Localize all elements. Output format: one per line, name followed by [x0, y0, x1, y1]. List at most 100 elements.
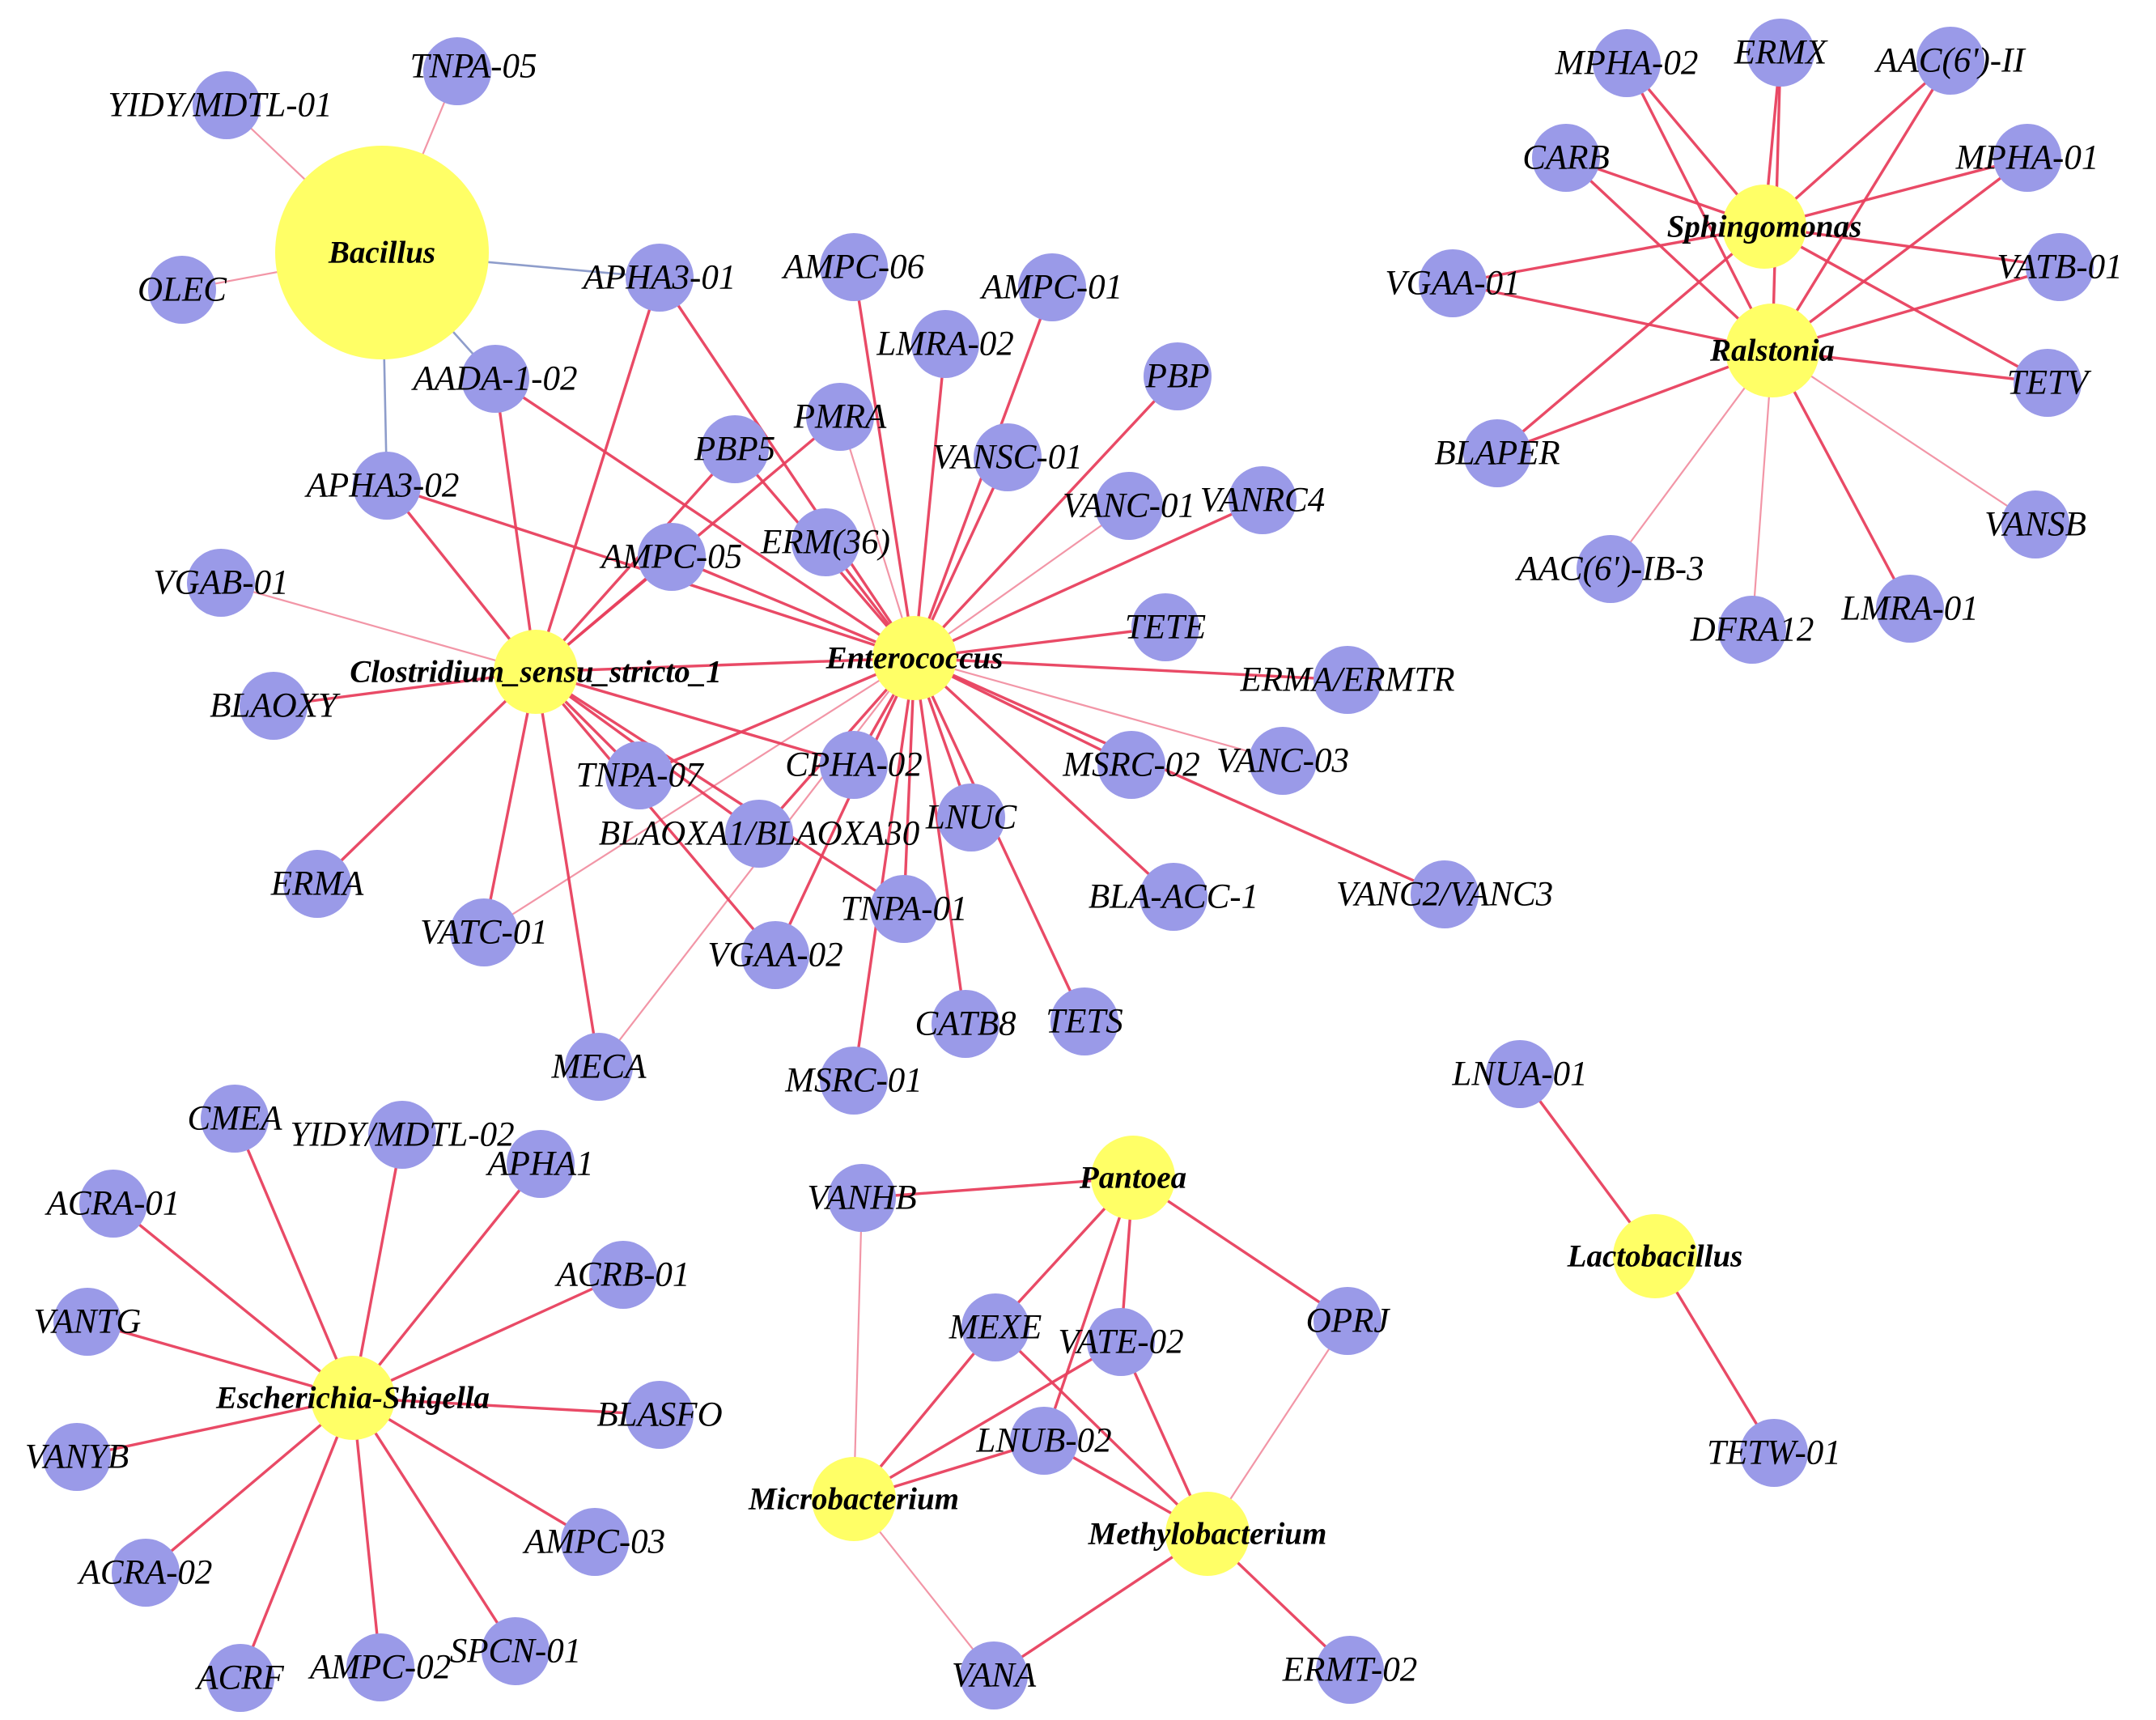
gene-node-carb[interactable]	[1532, 124, 1600, 192]
gene-node-mpha01[interactable]	[1993, 124, 2061, 192]
gene-node-vansc01[interactable]	[974, 423, 1042, 491]
gene-node-vate02[interactable]	[1087, 1308, 1155, 1376]
gene-node-pmra[interactable]	[806, 383, 874, 451]
gene-node-catb8[interactable]	[932, 990, 999, 1058]
gene-node-aac6ii[interactable]	[1916, 27, 1984, 95]
edge-escherichia-acra01	[112, 1202, 354, 1399]
gene-node-cpha02[interactable]	[820, 731, 888, 799]
gene-node-lmra01[interactable]	[1876, 575, 1944, 643]
gene-node-blaoxa[interactable]	[725, 800, 793, 868]
node-layer	[43, 19, 2094, 1712]
gene-node-msrc01[interactable]	[820, 1047, 888, 1115]
genus-node-clostridium[interactable]	[494, 630, 578, 714]
gene-node-vatb01[interactable]	[2026, 233, 2094, 301]
gene-node-oprj[interactable]	[1314, 1287, 1381, 1355]
gene-node-yidy02[interactable]	[368, 1101, 436, 1169]
gene-node-ermx[interactable]	[1746, 19, 1814, 87]
gene-node-dfra12[interactable]	[1718, 596, 1786, 664]
gene-label-msrc01: MSRC-01	[784, 1062, 923, 1100]
gene-node-vgab01[interactable]	[187, 549, 255, 617]
edge-methylobacterium-vana	[992, 1532, 1209, 1677]
genus-node-pantoea[interactable]	[1091, 1136, 1175, 1220]
genus-node-lactobacillus[interactable]	[1613, 1214, 1697, 1298]
gene-node-tetv[interactable]	[2014, 349, 2082, 417]
gene-node-lnub02[interactable]	[1010, 1407, 1078, 1475]
genus-node-microbacterium[interactable]	[812, 1457, 896, 1541]
gene-node-mexe[interactable]	[961, 1293, 1029, 1361]
genus-node-enterococcus[interactable]	[872, 616, 957, 700]
edge-clostridium-vgab01	[219, 581, 537, 673]
gene-node-msrc02[interactable]	[1097, 731, 1165, 799]
gene-node-vatc01[interactable]	[450, 898, 518, 966]
gene-node-vanyb[interactable]	[43, 1423, 111, 1491]
gene-node-blaper[interactable]	[1463, 419, 1531, 487]
gene-node-blasfo[interactable]	[626, 1381, 694, 1449]
gene-node-lnua01[interactable]	[1486, 1040, 1554, 1108]
gene-node-acra01[interactable]	[79, 1170, 147, 1238]
gene-label-catb8: CATB8	[915, 1005, 1016, 1043]
gene-node-vanc01[interactable]	[1095, 472, 1163, 540]
genus-node-ralstonia[interactable]	[1725, 304, 1819, 397]
gene-node-acra02[interactable]	[112, 1539, 180, 1607]
gene-node-blaoxy[interactable]	[240, 672, 308, 740]
gene-label-spcn01: SPCN-01	[450, 1633, 581, 1671]
gene-node-vanc03[interactable]	[1249, 727, 1317, 795]
gene-node-acrf[interactable]	[206, 1644, 274, 1712]
gene-label-tnpa01: TNPA-01	[841, 890, 968, 928]
gene-label-mpha02: MPHA-02	[1555, 45, 1699, 83]
gene-node-ermt02[interactable]	[1316, 1636, 1384, 1704]
gene-node-ampc05[interactable]	[638, 523, 706, 591]
gene-node-mpha02[interactable]	[1593, 29, 1661, 97]
gene-node-ampc02[interactable]	[346, 1633, 414, 1701]
gene-node-vanc2vanc3[interactable]	[1411, 860, 1479, 928]
gene-node-meca[interactable]	[565, 1033, 633, 1101]
gene-node-tets[interactable]	[1050, 987, 1118, 1055]
gene-node-tete[interactable]	[1131, 593, 1199, 661]
gene-node-yidy01[interactable]	[193, 71, 261, 139]
gene-node-spcn01[interactable]	[482, 1617, 550, 1685]
genus-node-escherichia[interactable]	[311, 1356, 395, 1440]
gene-node-tnpa05[interactable]	[423, 37, 491, 105]
gene-node-vanrc4[interactable]	[1229, 466, 1297, 534]
gene-node-tetw01[interactable]	[1740, 1419, 1808, 1487]
gene-node-vana[interactable]	[960, 1641, 1028, 1709]
edge-ralstonia-blaper	[1496, 349, 1774, 455]
gene-node-acrb01[interactable]	[589, 1241, 657, 1309]
gene-node-ampc03[interactable]	[561, 1508, 629, 1576]
gene-node-vgaa02[interactable]	[741, 921, 809, 989]
gene-node-cmea[interactable]	[201, 1085, 269, 1153]
gene-node-aada102[interactable]	[461, 345, 529, 413]
gene-node-blaacc1[interactable]	[1140, 863, 1207, 931]
edge-ralstonia-aac6ii	[1771, 59, 1952, 352]
gene-node-tnpa01[interactable]	[870, 875, 938, 943]
gene-node-aac6ib3[interactable]	[1577, 535, 1645, 603]
gene-node-tnpa07[interactable]	[605, 741, 673, 809]
gene-node-olec[interactable]	[148, 256, 216, 324]
edge-enterococcus-ampc06	[852, 265, 916, 660]
edge-escherichia-ampc03	[351, 1396, 596, 1544]
gene-node-apha302[interactable]	[353, 452, 421, 520]
edge-enterococcus-vatc01	[482, 656, 916, 934]
gene-label-vanhb: VANHB	[807, 1179, 916, 1217]
gene-node-ampc06[interactable]	[820, 233, 888, 301]
genus-node-sphingomonas[interactable]	[1722, 185, 1806, 269]
gene-node-erm36[interactable]	[792, 508, 859, 576]
gene-node-lmra02[interactable]	[911, 310, 979, 378]
gene-node-apha301[interactable]	[626, 244, 694, 312]
edge-sphingomonas-vatb01	[1763, 225, 2061, 269]
gene-node-lnuc[interactable]	[937, 784, 1005, 852]
genus-node-methylobacterium[interactable]	[1165, 1492, 1250, 1576]
gene-node-vanhb[interactable]	[828, 1164, 896, 1232]
gene-node-vantg[interactable]	[53, 1288, 121, 1356]
gene-node-vgaa01[interactable]	[1419, 249, 1487, 317]
gene-node-vansb[interactable]	[2001, 491, 2069, 558]
gene-node-pbp[interactable]	[1144, 342, 1212, 410]
gene-node-apha1[interactable]	[507, 1130, 575, 1198]
genus-node-bacillus[interactable]	[275, 146, 489, 359]
gene-node-ampc01[interactable]	[1018, 253, 1086, 321]
edge-sphingomonas-vgaa01	[1451, 225, 1766, 285]
edge-clostridium-meca	[534, 670, 601, 1068]
gene-node-ermaermtr[interactable]	[1314, 646, 1381, 714]
gene-node-pbp5[interactable]	[701, 415, 769, 483]
gene-node-erma[interactable]	[283, 850, 351, 918]
